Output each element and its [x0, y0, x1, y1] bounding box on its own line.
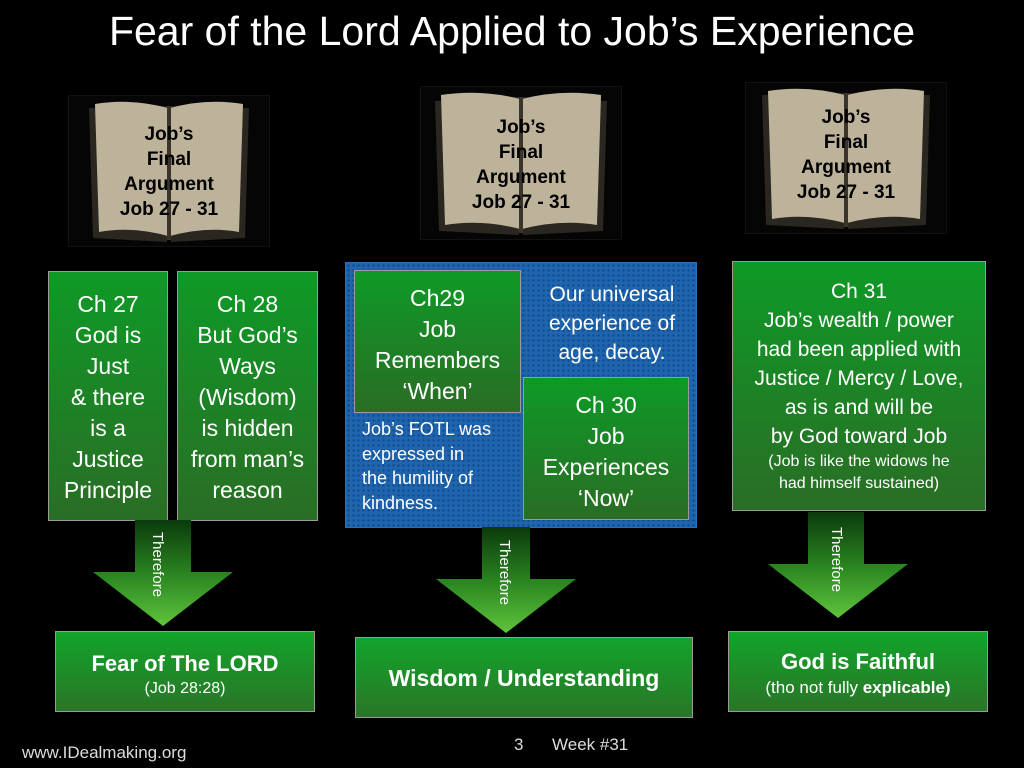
down-arrow-icon: [768, 512, 908, 618]
result-god-is-faithful: God is Faithful (tho not fully explicabl…: [728, 631, 988, 712]
therefore-label: Therefore: [496, 540, 513, 606]
book-image-left: Job’s Final Argument Job 27 - 31: [68, 95, 270, 247]
down-arrow-icon: [436, 527, 576, 633]
slide-number: 3: [514, 735, 524, 754]
therefore-arrow-left: Therefore: [93, 520, 233, 626]
therefore-arrow-right: Therefore: [768, 512, 908, 618]
result-fear-of-the-lord: Fear of The LORD (Job 28:28): [55, 631, 315, 712]
week-label: Week #31: [552, 735, 629, 754]
book-caption: Job’s Final Argument Job 27 - 31: [471, 117, 571, 213]
result-wisdom: Wisdom / Understanding: [355, 637, 693, 718]
book-image-middle: Job’s Final Argument Job 27 - 31: [420, 86, 622, 240]
book-caption: Job’s Final Argument Job 27 - 31: [796, 107, 896, 203]
book-image-right: Job’s Final Argument Job 27 - 31: [745, 82, 947, 234]
fotl-text: Job’s FOTL was expressed in the humility…: [362, 419, 492, 513]
therefore-label: Therefore: [149, 532, 166, 598]
ch29-box: Ch29 Job Remembers ‘When’: [354, 270, 521, 413]
ch28-box: Ch 28 But God’s Ways (Wisdom) is hidden …: [177, 271, 318, 521]
ch27-box: Ch 27 God is Just & there is a Justice P…: [48, 271, 168, 521]
ch31-box: Ch 31 Job’s wealth / power had been appl…: [732, 261, 986, 511]
therefore-arrow-middle: Therefore: [436, 527, 576, 633]
therefore-label: Therefore: [828, 527, 845, 593]
book-caption: Job’s Final Argument Job 27 - 31: [119, 124, 219, 220]
open-book-icon: [69, 96, 269, 246]
ch30-box: Ch 30 Job Experiences ‘Now’: [523, 377, 689, 520]
faithful-sub-text: (tho not fully: [765, 678, 863, 697]
open-book-icon: [746, 83, 946, 233]
website-url[interactable]: www.IDealmaking.org: [22, 743, 187, 762]
faithful-sub-bold: explicable): [862, 678, 951, 697]
universal-experience-text: Our universal experience of age, decay.: [548, 283, 676, 364]
slide-title: Fear of the Lord Applied to Job’s Experi…: [108, 8, 916, 54]
open-book-icon: [421, 87, 621, 239]
down-arrow-icon: [93, 520, 233, 626]
